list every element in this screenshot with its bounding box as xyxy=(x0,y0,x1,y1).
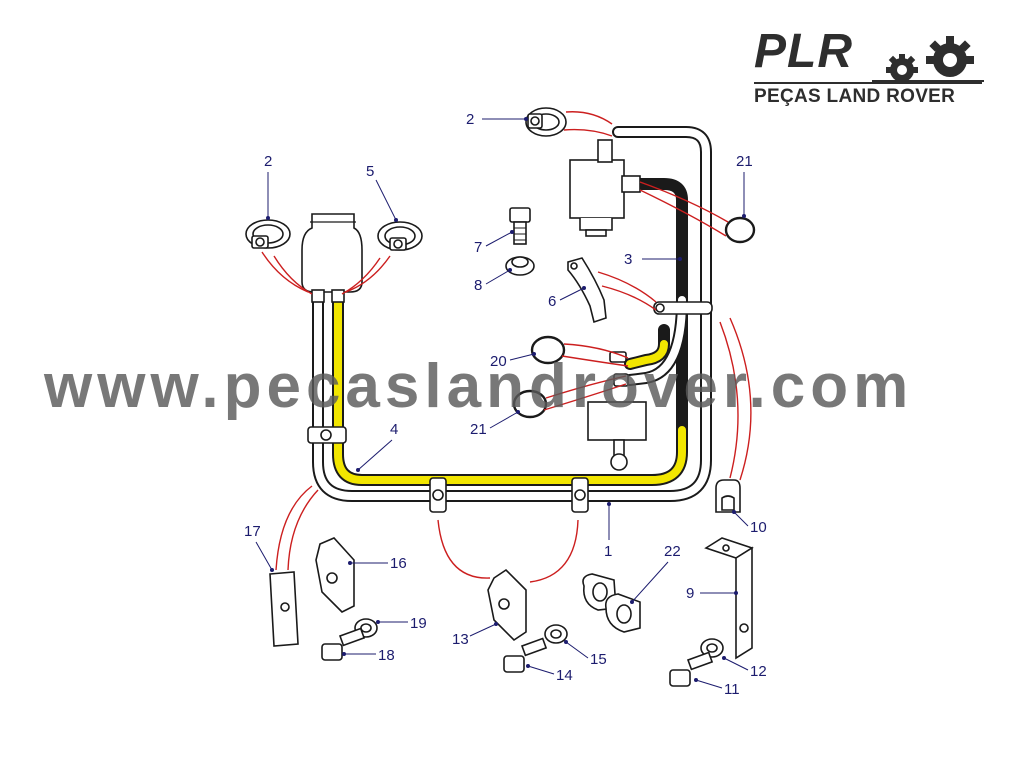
callout-20: 20 xyxy=(490,352,536,370)
watermark-text: www.pecaslandrover.com xyxy=(44,352,914,421)
callout-label: 11 xyxy=(724,681,740,698)
cooler-unit xyxy=(569,139,641,237)
bracket-6 xyxy=(567,257,607,324)
callout-3: 3 xyxy=(624,251,682,268)
callout-label: 8 xyxy=(474,277,482,294)
bolt-14 xyxy=(503,637,548,673)
logo-brand: PLR xyxy=(754,25,853,78)
callout-label: 21 xyxy=(470,421,487,438)
valve-unit xyxy=(587,351,647,471)
pipe-clips xyxy=(307,301,713,513)
callout-label: 21 xyxy=(736,153,753,170)
gears-icon xyxy=(872,36,984,82)
callout-label: 22 xyxy=(664,543,681,560)
logo-subtitle: PEÇAS LAND ROVER xyxy=(754,82,982,110)
callout-label: 18 xyxy=(378,647,395,664)
callout-label: 6 xyxy=(548,293,556,310)
callout-5: 5 xyxy=(366,163,398,222)
bracket-9 xyxy=(704,537,754,660)
reservoir-bottle xyxy=(301,213,363,303)
callout-9: 9 xyxy=(686,585,738,602)
plr-logo: PLR PEÇAS LAND ROVER xyxy=(754,26,988,110)
callout-6: 6 xyxy=(548,286,586,310)
callout-label: 13 xyxy=(452,631,469,648)
callout-label: 5 xyxy=(366,163,374,180)
callout-17: 17 xyxy=(244,523,274,572)
callout-10: 10 xyxy=(732,510,767,536)
bolt-11 xyxy=(669,651,714,687)
callout-21-right: 21 xyxy=(736,153,753,218)
o-ring-21-center xyxy=(512,389,548,419)
callout-label: 2 xyxy=(264,153,272,170)
bracket-13 xyxy=(487,568,527,642)
callout-label: 9 xyxy=(686,585,694,602)
callout-8: 8 xyxy=(474,268,512,294)
callout-18: 18 xyxy=(342,647,395,664)
callout-label: 4 xyxy=(390,421,398,438)
clip-10 xyxy=(715,479,741,513)
callout-21-center: 21 xyxy=(470,410,520,438)
callout-2-top: 2 xyxy=(466,111,528,128)
plate-17 xyxy=(269,571,299,647)
callout-2-left: 2 xyxy=(264,153,272,220)
pipe-assembly xyxy=(312,126,712,502)
callout-label: 19 xyxy=(410,615,427,632)
callout-13: 13 xyxy=(452,622,498,648)
callout-label: 14 xyxy=(556,667,573,684)
bracket-16 xyxy=(315,537,355,613)
callout-label: 16 xyxy=(390,555,407,572)
assembly-guides xyxy=(261,111,752,583)
callout-label: 20 xyxy=(490,353,507,370)
hose-clamp-2-left xyxy=(245,219,291,249)
callout-label: 17 xyxy=(244,523,261,540)
callout-4: 4 xyxy=(356,421,398,472)
callout-15: 15 xyxy=(564,640,607,668)
callout-19: 19 xyxy=(376,615,427,632)
hose-clamp-5 xyxy=(377,221,423,251)
callout-label: 3 xyxy=(624,251,632,268)
callout-11: 11 xyxy=(694,678,740,698)
callout-7: 7 xyxy=(474,230,514,256)
callout-label: 1 xyxy=(604,543,612,560)
o-ring-21-right xyxy=(724,216,756,244)
bolt-18 xyxy=(321,627,366,661)
callout-label: 12 xyxy=(750,663,767,680)
callout-label: 10 xyxy=(750,519,767,536)
grommet-8 xyxy=(505,256,535,276)
washer-15 xyxy=(544,624,568,644)
callout-label: 7 xyxy=(474,239,482,256)
bolt-7 xyxy=(509,207,531,245)
callout-label: 15 xyxy=(590,651,607,668)
callout-16: 16 xyxy=(348,555,407,572)
callout-label: 2 xyxy=(466,111,474,128)
callout-1: 1 xyxy=(604,502,612,560)
callout-14: 14 xyxy=(526,664,573,684)
callout-22: 22 xyxy=(630,543,681,604)
o-ring-20 xyxy=(530,335,566,365)
callout-12: 12 xyxy=(722,656,767,680)
hose-clamp-2-top xyxy=(525,107,567,137)
